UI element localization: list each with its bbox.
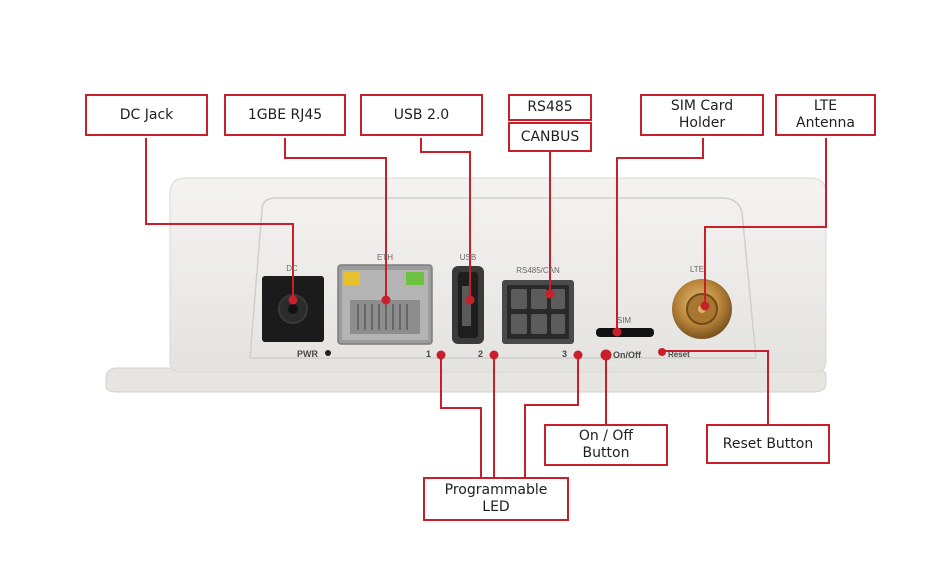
callout-on-off-button: On / Off Button	[544, 424, 668, 466]
callout-reset-button: Reset Button	[706, 424, 830, 464]
callout-dc-jack: DC Jack	[85, 94, 208, 136]
sim-slot	[596, 328, 654, 337]
mounting-flange	[105, 367, 827, 393]
device-body	[169, 177, 827, 373]
callout-lte-antenna: LTE Antenna	[775, 94, 876, 136]
callout-rs485: RS485	[508, 94, 592, 121]
label-sim: SIM	[617, 316, 632, 325]
label-led-1: 1	[426, 349, 431, 359]
label-usb: USB	[460, 253, 476, 262]
front-recess	[249, 197, 757, 359]
callout-sim-holder: SIM Card Holder	[640, 94, 764, 136]
callout-canbus: CANBUS	[508, 122, 592, 152]
label-led-3: 3	[562, 349, 567, 359]
label-on-off: On/Off	[613, 350, 642, 360]
eth-led-yellow	[344, 272, 360, 285]
pwr-led	[325, 350, 331, 356]
label-reset: Reset	[668, 350, 690, 359]
callout-programmable-led: Programmable LED	[423, 477, 569, 521]
label-lte: LTE	[690, 265, 704, 274]
leader-dots	[288, 289, 710, 361]
label-rs485-can: RS485/CAN	[516, 266, 560, 275]
leader-lines	[145, 138, 827, 478]
callout-rj45: 1GBE RJ45	[224, 94, 346, 136]
label-pwr: PWR	[297, 349, 318, 359]
eth-led-green	[406, 272, 424, 285]
label-dc: DC	[286, 264, 298, 273]
label-led-2: 2	[478, 349, 483, 359]
label-eth: ETH	[377, 253, 393, 262]
callout-usb: USB 2.0	[360, 94, 483, 136]
